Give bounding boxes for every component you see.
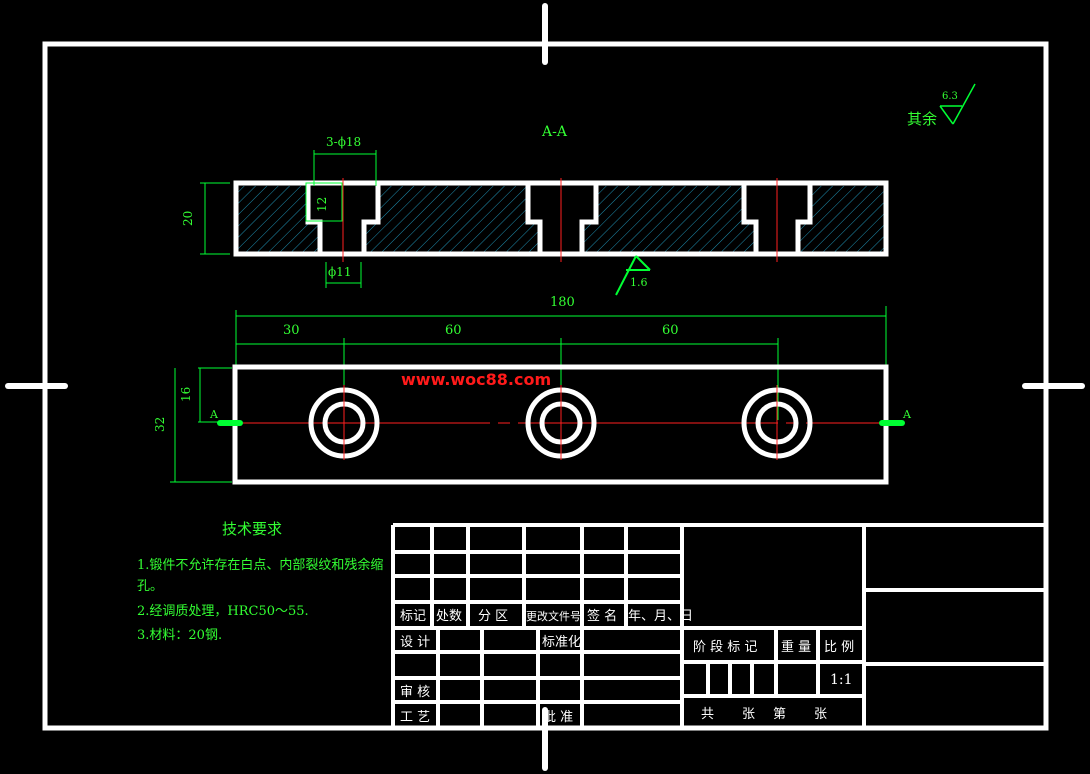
roughness-symbol-other [939,83,976,125]
section-mark-right: A [902,408,912,421]
tb-gong: 共 [701,707,714,722]
dim-16: 16 [179,387,193,402]
section-dimensions [200,150,377,288]
watermark: www.woc88.com [401,370,551,389]
plan-dimensions [170,306,887,483]
tb-chushu: 处数 [436,609,462,624]
tech-line-1: 1.锻件不允许存在白点、内部裂纹和残余缩 [137,557,383,573]
tb-pizhun: 批 准 [543,710,573,725]
tb-shenhe: 审 核 [400,685,430,700]
dim-60b: 60 [662,323,679,338]
tb-biaozhunhua: 标准化 [542,635,581,650]
tb-gongyi: 工 艺 [400,710,430,725]
tb-di: 第 [773,707,786,722]
dim-32: 32 [153,417,167,432]
roughness-section-value: 1.6 [630,276,648,289]
tech-line-4: 3.材料：20钢. [137,628,222,643]
roughness-symbol-section [615,255,651,296]
dim-holes-top: 3-ϕ18 [326,135,361,149]
roughness-other-value: 6.3 [942,91,958,102]
tb-fenqu: 分 区 [478,609,508,624]
dim-30: 30 [283,323,300,338]
tb-biaoji: 标记 [400,609,426,624]
roughness-prefix: 其余 [907,110,937,128]
dim-dia-11: ϕ11 [328,265,351,279]
dim-depth-12: 12 [315,197,329,212]
tb-genggai: 更改文件号 [526,609,581,623]
tb-sheji: 设 计 [400,635,430,650]
dim-60a: 60 [445,323,462,338]
plan-view [217,364,905,485]
title-block-lines [391,523,1046,728]
tb-zhang2: 张 [814,707,827,722]
tech-title: 技术要求 [222,520,282,538]
tb-qianming: 签 名 [587,608,617,624]
tb-zhongliang: 重 量 [781,639,811,655]
tb-scale: 1:1 [830,672,853,688]
tech-line-2: 孔。 [137,579,163,594]
section-view [233,178,889,262]
tb-zhang1: 张 [742,707,755,722]
dim-total-180: 180 [550,295,575,310]
section-mark-left: A [209,408,219,421]
dim-height-20: 20 [181,211,195,226]
tb-nianyueri: 年、月、日 [628,609,693,624]
tech-line-3: 2.经调质处理，HRC50～55. [137,604,309,619]
tb-bili: 比 例 [824,640,854,655]
section-label: A-A [541,124,568,140]
tb-jieduan: 阶 段 标 记 [693,640,757,655]
